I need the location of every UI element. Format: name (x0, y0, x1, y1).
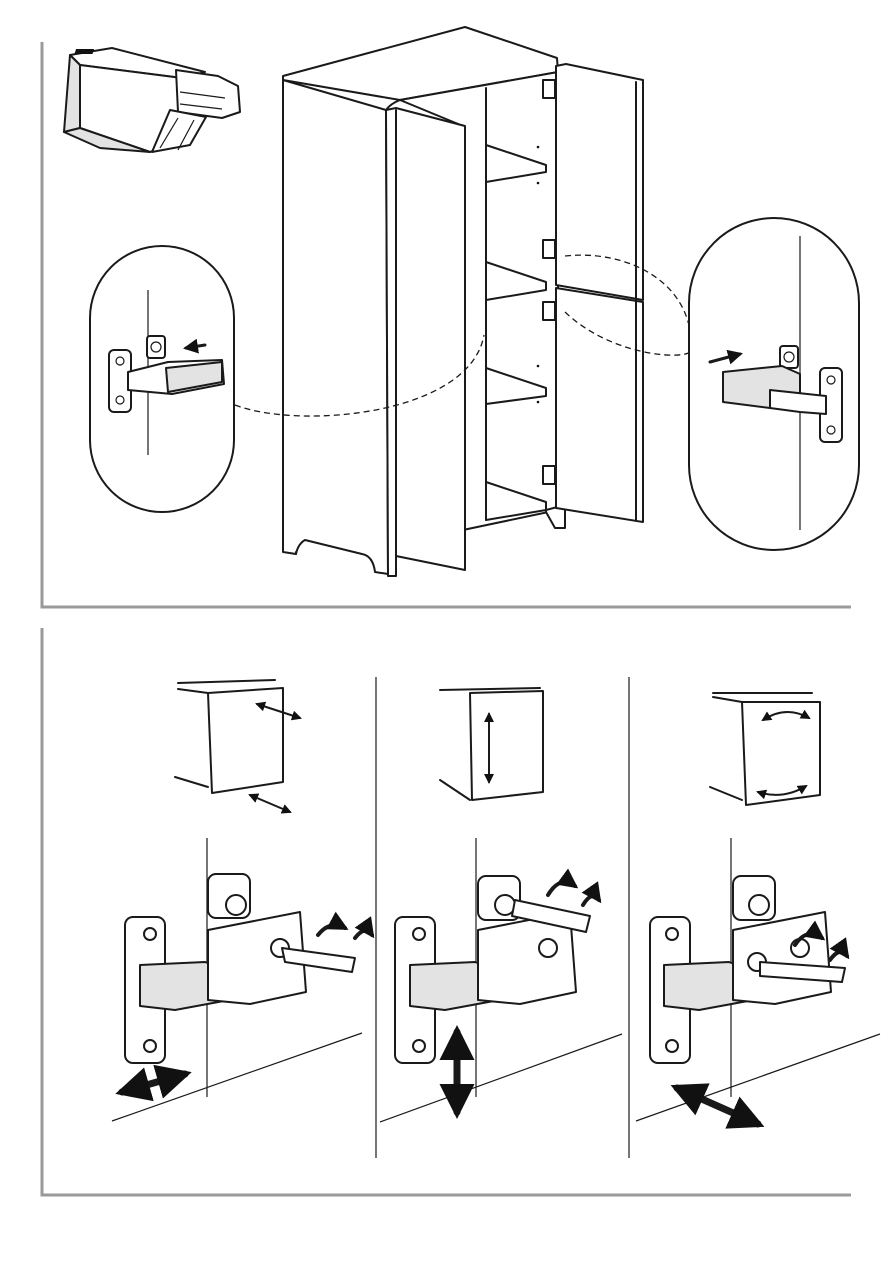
adjustment-side-door-icon (175, 680, 300, 812)
cabinet-illustration (283, 27, 643, 576)
hinge-detail-bubble-right (689, 218, 859, 550)
adjustment-side-hinge-icon (112, 838, 372, 1121)
hinge-detail-bubble-left (90, 246, 234, 512)
adjustment-depth-hinge-icon (636, 838, 880, 1124)
adjustment-height-hinge-icon (380, 838, 622, 1122)
adjustment-height-door-icon (440, 688, 543, 800)
adjustment-depth-door-icon (710, 693, 820, 805)
clip-hinge-detail-icon (64, 48, 240, 152)
